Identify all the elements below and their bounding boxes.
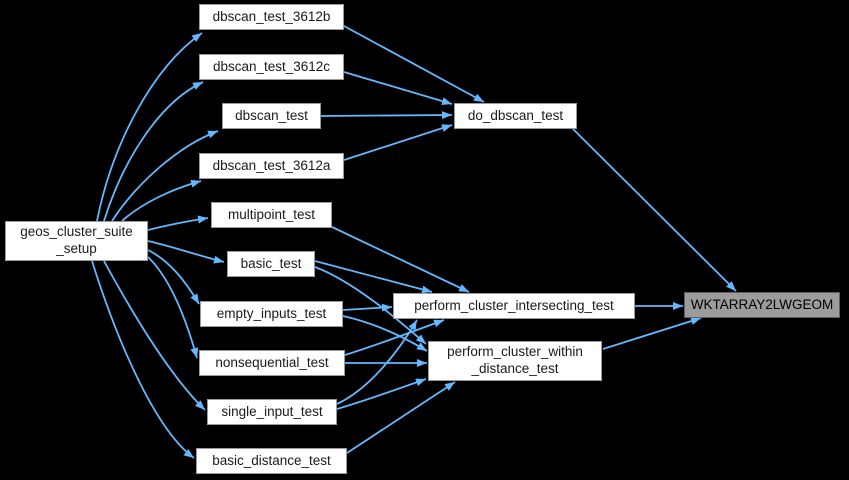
node-basic_test[interactable]: basic_test xyxy=(227,251,315,277)
node-do_dbscan_test[interactable]: do_dbscan_test xyxy=(454,103,577,129)
edge-dbscan_test_3612a--do_dbscan_test xyxy=(343,124,453,161)
edge-basic_test--perform_cluster_intersecting_test xyxy=(314,260,433,294)
node-dbscan_test_3612c[interactable]: dbscan_test_3612c xyxy=(199,54,344,80)
node-geos_cluster_suite_setup[interactable]: geos_cluster_suite _setup xyxy=(5,221,148,261)
edge-multipoint_test--perform_cluster_intersecting_test xyxy=(331,226,470,293)
edge-geos_cluster_suite_setup--dbscan_test_3612b xyxy=(96,32,203,222)
node-dbscan_test_3612a[interactable]: dbscan_test_3612a xyxy=(199,153,344,179)
edge-geos_cluster_suite_setup--empty_inputs_test xyxy=(147,249,200,305)
edge-basic_test--perform_cluster_within_distance_test xyxy=(314,266,427,345)
node-multipoint_test[interactable]: multipoint_test xyxy=(211,202,332,228)
node-perform_cluster_intersecting_test[interactable]: perform_cluster_intersecting_test xyxy=(393,293,635,319)
node-single_input_test[interactable]: single_input_test xyxy=(207,399,337,425)
edge-dbscan_test_3612b--do_dbscan_test xyxy=(343,25,485,103)
edge-dbscan_test_3612c--do_dbscan_test xyxy=(343,71,453,105)
edge-geos_cluster_suite_setup--dbscan_test_3612a xyxy=(121,179,202,222)
node-perform_cluster_within_distance_test[interactable]: perform_cluster_within _distance_test xyxy=(428,341,602,381)
node-dbscan_test[interactable]: dbscan_test xyxy=(222,103,321,129)
edge-perform_cluster_within_distance_test--WKTARRAY2LWGEOM xyxy=(602,317,702,350)
edge-geos_cluster_suite_setup--single_input_test xyxy=(103,260,206,411)
node-nonsequential_test[interactable]: nonsequential_test xyxy=(199,350,345,376)
edge-dbscan_test--do_dbscan_test xyxy=(320,111,453,120)
edge-geos_cluster_suite_setup--multipoint_test xyxy=(147,215,209,231)
node-basic_distance_test[interactable]: basic_distance_test xyxy=(196,448,347,474)
edge-geos_cluster_suite_setup--dbscan_test xyxy=(111,130,219,222)
edge-do_dbscan_test--WKTARRAY2LWGEOM xyxy=(572,128,737,292)
edge-geos_cluster_suite_setup--basic_test xyxy=(147,240,225,264)
edge-geos_cluster_suite_setup--dbscan_test_3612c xyxy=(103,81,204,222)
edge-geos_cluster_suite_setup--nonsequential_test xyxy=(147,256,199,359)
edge-nonsequential_test--perform_cluster_intersecting_test xyxy=(344,319,445,356)
edge-single_input_test--perform_cluster_intersecting_test xyxy=(336,319,418,405)
edge-empty_inputs_test--perform_cluster_within_distance_test xyxy=(342,315,428,352)
edge-empty_inputs_test--perform_cluster_intersecting_test xyxy=(342,303,393,312)
node-empty_inputs_test[interactable]: empty_inputs_test xyxy=(200,301,343,327)
node-WKTARRAY2LWGEOM: WKTARRAY2LWGEOM xyxy=(684,292,840,318)
edge-basic_distance_test--perform_cluster_within_distance_test xyxy=(346,381,456,454)
edge-geos_cluster_suite_setup--basic_distance_test xyxy=(91,260,195,459)
edge-single_input_test--perform_cluster_within_distance_test xyxy=(336,378,427,410)
node-dbscan_test_3612b[interactable]: dbscan_test_3612b xyxy=(199,4,344,30)
